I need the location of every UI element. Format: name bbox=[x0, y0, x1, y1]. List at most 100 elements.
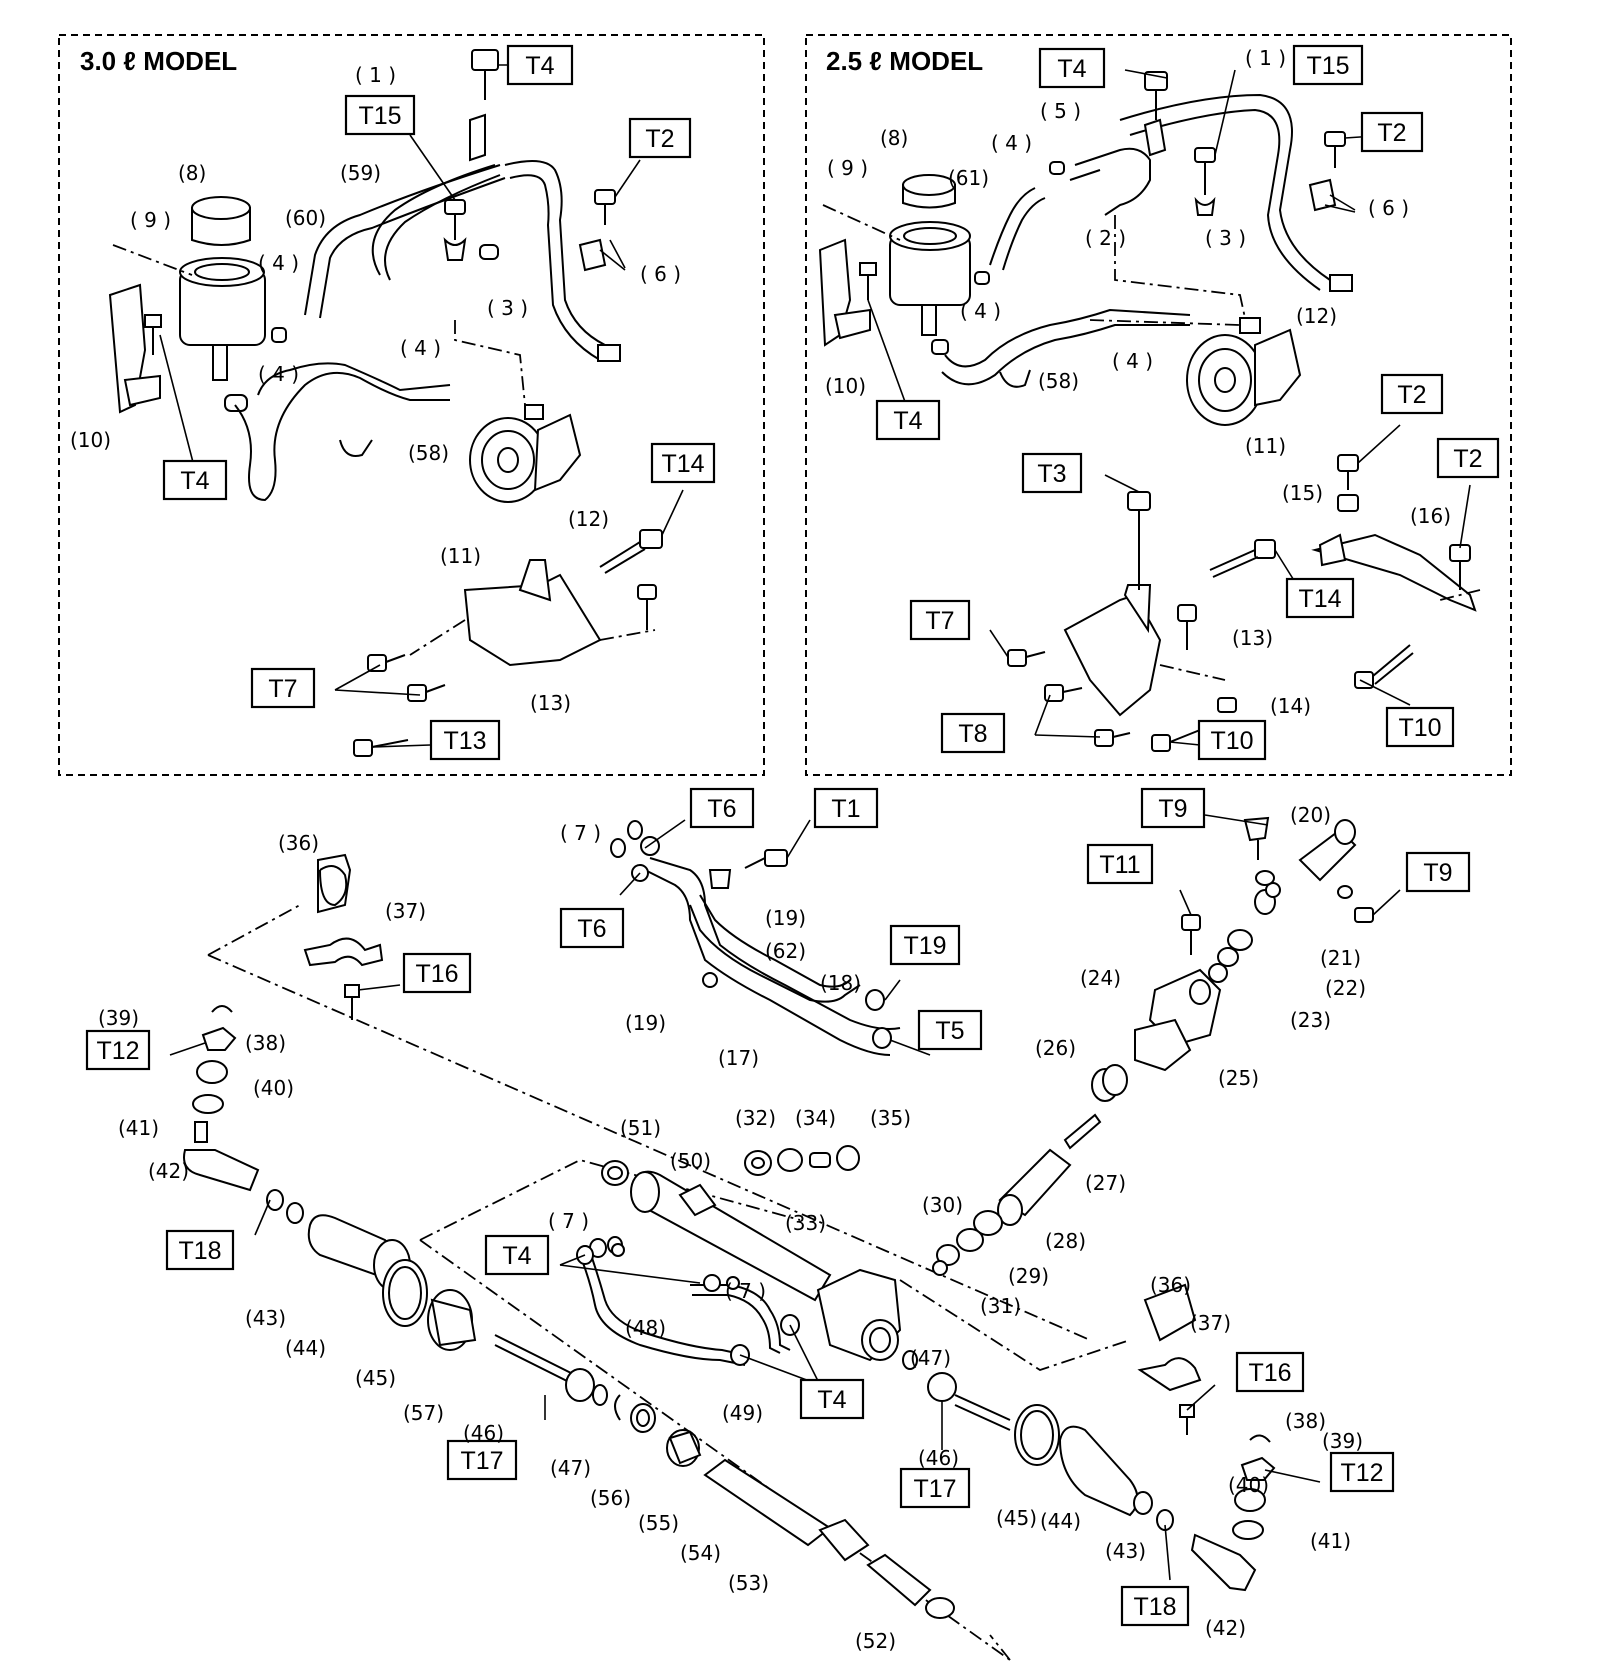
torque-label: T1 bbox=[831, 795, 860, 823]
part-number-label: (34) bbox=[795, 1106, 836, 1130]
part-number-label: (19) bbox=[625, 1011, 666, 1035]
torque-box-frame bbox=[162, 459, 228, 501]
part-number-label: ( 2 ) bbox=[1085, 226, 1126, 250]
torque-spec-box: T6 bbox=[559, 907, 625, 949]
torque-spec-box: T12 bbox=[1329, 1451, 1395, 1493]
part-number-label: (57) bbox=[403, 1401, 444, 1425]
part-number-label: (47) bbox=[550, 1456, 591, 1480]
torque-label: T18 bbox=[178, 1237, 221, 1265]
part-number-label: (43) bbox=[245, 1306, 286, 1330]
part-number-label: ( 1 ) bbox=[1245, 46, 1286, 70]
torque-box-frame bbox=[1360, 111, 1424, 153]
torque-label: T4 bbox=[893, 407, 922, 435]
parts-30-model bbox=[108, 49, 684, 757]
torque-box-frame bbox=[1235, 1351, 1305, 1393]
torque-label: T4 bbox=[1057, 55, 1086, 83]
torque-label: T12 bbox=[1340, 1459, 1383, 1487]
part-number-label: (53) bbox=[728, 1571, 769, 1595]
part-number-label: (11) bbox=[1245, 434, 1286, 458]
torque-spec-box: T4 bbox=[162, 459, 228, 501]
torque-spec-box: T2 bbox=[1436, 437, 1500, 479]
torque-box-frame bbox=[506, 44, 574, 86]
torque-spec-box: T11 bbox=[1086, 843, 1154, 885]
part-number-label: (59) bbox=[340, 161, 381, 185]
torque-label: T17 bbox=[460, 1447, 503, 1475]
torque-box-frame bbox=[1380, 373, 1444, 415]
part-number-label: (44) bbox=[1040, 1509, 1081, 1533]
torque-label: T14 bbox=[1298, 585, 1341, 613]
torque-label: T10 bbox=[1210, 727, 1253, 755]
torque-label: T6 bbox=[577, 915, 606, 943]
part-number-label: ( 4 ) bbox=[258, 251, 299, 275]
part-number-label: (8) bbox=[178, 161, 206, 185]
torque-label: T16 bbox=[1248, 1359, 1291, 1387]
torque-label: T15 bbox=[358, 102, 401, 130]
part-number-label: (35) bbox=[870, 1106, 911, 1130]
torque-spec-box: T17 bbox=[446, 1439, 518, 1481]
torque-box-frame bbox=[484, 1234, 550, 1276]
torque-label: T9 bbox=[1423, 859, 1452, 887]
part-number-label: ( 4 ) bbox=[960, 299, 1001, 323]
frame-30-model bbox=[58, 34, 765, 776]
torque-spec-box: T9 bbox=[1405, 851, 1471, 893]
torque-label: T9 bbox=[1158, 795, 1187, 823]
torque-box-frame bbox=[628, 117, 692, 159]
torque-box-frame bbox=[1285, 577, 1355, 619]
part-number-label: (10) bbox=[70, 428, 111, 452]
part-number-label: (25) bbox=[1218, 1066, 1259, 1090]
torque-spec-box: T2 bbox=[1360, 111, 1424, 153]
part-number-label: (12) bbox=[568, 507, 609, 531]
part-number-label: (33) bbox=[785, 1211, 826, 1235]
torque-label: T6 bbox=[707, 795, 736, 823]
torque-spec-box: T8 bbox=[940, 712, 1006, 754]
part-number-label: ( 5 ) bbox=[1040, 99, 1081, 123]
torque-box-frame bbox=[1038, 47, 1106, 89]
part-number-label: (45) bbox=[996, 1506, 1037, 1530]
torque-box-frame bbox=[889, 924, 961, 966]
torque-spec-box: T18 bbox=[1120, 1585, 1190, 1627]
torque-spec-box: T15 bbox=[344, 94, 416, 136]
part-number-label: (44) bbox=[285, 1336, 326, 1360]
part-number-label: (20) bbox=[1290, 803, 1331, 827]
part-number-label: (40) bbox=[253, 1076, 294, 1100]
torque-box-frame bbox=[250, 667, 316, 709]
part-number-label: (50) bbox=[670, 1149, 711, 1173]
torque-spec-box: T2 bbox=[628, 117, 692, 159]
part-number-label: (41) bbox=[1310, 1529, 1351, 1553]
part-number-label: (42) bbox=[1205, 1616, 1246, 1640]
part-number-label: (37) bbox=[1190, 1311, 1231, 1335]
torque-spec-box: T1 bbox=[813, 787, 879, 829]
part-number-label: (30) bbox=[922, 1193, 963, 1217]
part-number-label: (23) bbox=[1290, 1008, 1331, 1032]
torque-label: T17 bbox=[913, 1475, 956, 1503]
torque-spec-box: T7 bbox=[250, 667, 316, 709]
part-number-label: (39) bbox=[98, 1006, 139, 1030]
torque-spec-box: T7 bbox=[909, 599, 971, 641]
torque-label: T3 bbox=[1037, 460, 1066, 488]
torque-spec-box: T18 bbox=[165, 1229, 235, 1271]
torque-spec-box: T3 bbox=[1021, 452, 1083, 494]
torque-spec-box: T14 bbox=[650, 442, 716, 484]
torque-box-frame bbox=[909, 599, 971, 641]
torque-spec-box: T4 bbox=[484, 1234, 550, 1276]
part-number-label: (8) bbox=[880, 126, 908, 150]
torque-box-frame bbox=[446, 1439, 518, 1481]
part-number-label: ( 7 ) bbox=[548, 1209, 589, 1233]
torque-label: T11 bbox=[1099, 851, 1140, 879]
part-number-label: (60) bbox=[285, 206, 326, 230]
torque-label: T5 bbox=[935, 1017, 964, 1045]
part-number-label: (51) bbox=[620, 1116, 661, 1140]
part-number-label: (48) bbox=[625, 1316, 666, 1340]
torque-spec-box: T10 bbox=[1385, 706, 1455, 748]
part-number-label: ( 9 ) bbox=[827, 156, 868, 180]
torque-label: T12 bbox=[96, 1037, 139, 1065]
part-number-label: (46) bbox=[918, 1446, 959, 1470]
part-number-label: (58) bbox=[408, 441, 449, 465]
part-number-label: (18) bbox=[820, 971, 861, 995]
torque-box-frame bbox=[940, 712, 1006, 754]
torque-spec-box: T19 bbox=[889, 924, 961, 966]
torque-box-frame bbox=[559, 907, 625, 949]
torque-box-frame bbox=[917, 1009, 983, 1051]
torque-box-frame bbox=[1436, 437, 1500, 479]
